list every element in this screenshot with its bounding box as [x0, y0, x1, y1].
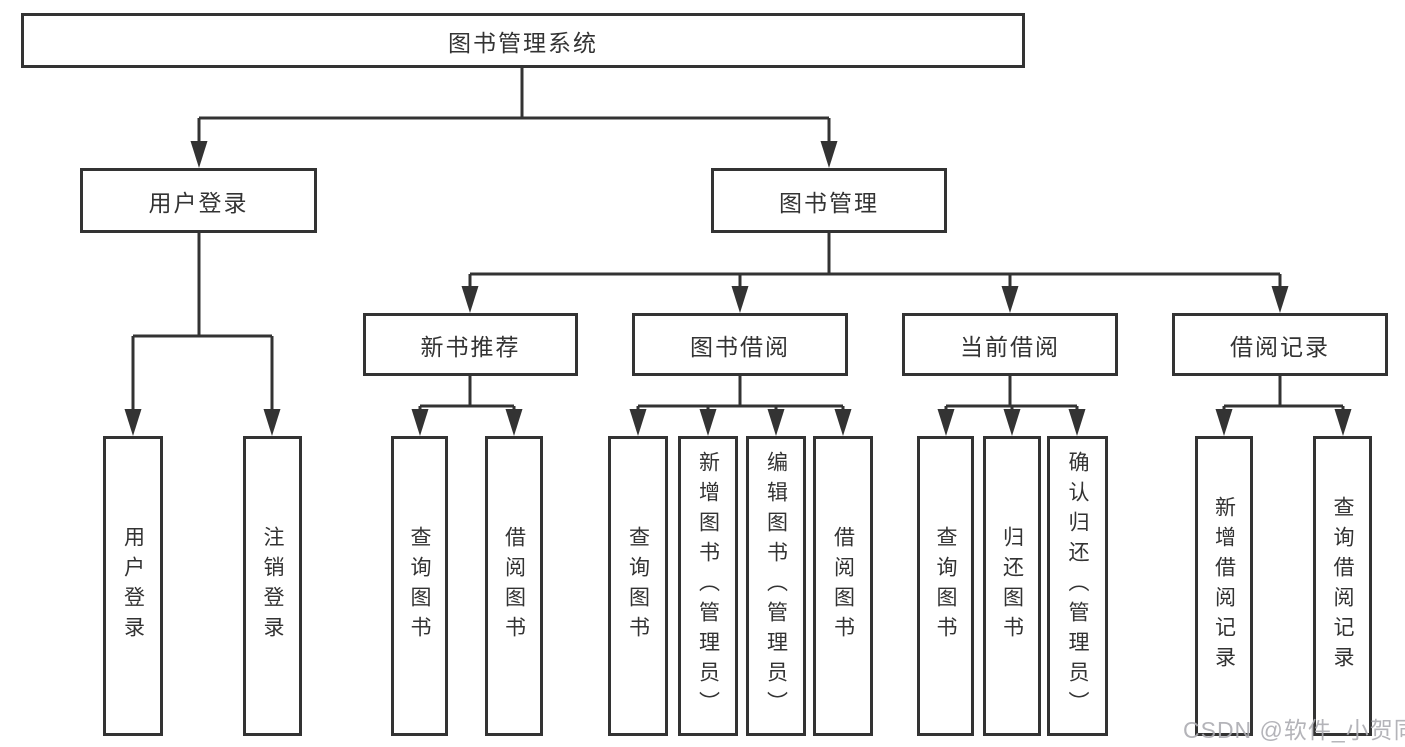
- arrowhead-icon: [731, 286, 749, 313]
- leaf-borrow-edit-books: 编辑图书（管理员）: [746, 436, 806, 736]
- leaf-borrow-add-books: 新增图书（管理员）: [678, 436, 738, 736]
- node-book-borrow-label: 图书借阅: [690, 333, 790, 360]
- leaf-borrow-borrow-books: 借阅图书: [813, 436, 873, 736]
- leaf-records-add-record-label: 新增借阅记录: [1212, 496, 1236, 676]
- arrowhead-icon: [263, 409, 281, 436]
- arrowhead-icon: [820, 141, 838, 168]
- node-user-login: 用户登录: [80, 168, 317, 233]
- leaf-newbook-query-books-label: 查询图书: [408, 526, 431, 646]
- leaf-borrow-add-books-label: 新增图书（管理员）: [696, 451, 720, 721]
- node-user-login-label: 用户登录: [148, 189, 249, 216]
- node-book-borrow: 图书借阅: [632, 313, 848, 376]
- arrowhead-icon: [1068, 409, 1086, 436]
- arrowhead-icon: [461, 286, 479, 313]
- arrowhead-icon: [190, 141, 208, 168]
- leaf-newbook-borrow-books: 借阅图书: [485, 436, 543, 736]
- node-root: 图书管理系统: [21, 13, 1025, 68]
- leaf-logout: 注销登录: [243, 436, 302, 736]
- leaf-borrow-query-books-label: 查询图书: [626, 526, 650, 646]
- node-current-borrow: 当前借阅: [902, 313, 1118, 376]
- arrowhead-icon: [1001, 286, 1019, 313]
- leaf-current-confirm-return-label: 确认归还（管理员）: [1066, 451, 1089, 721]
- arrowhead-icon: [834, 409, 852, 436]
- leaf-records-query-record: 查询借阅记录: [1313, 436, 1372, 736]
- arrowhead-icon: [505, 409, 523, 436]
- arrowhead-icon: [699, 409, 717, 436]
- node-book-management: 图书管理: [711, 168, 947, 233]
- leaf-borrow-borrow-books-label: 借阅图书: [831, 526, 855, 646]
- watermark-text: CSDN @软件_小贺同学: [1183, 717, 1405, 743]
- arrowhead-icon: [1271, 286, 1289, 313]
- node-borrow-records: 借阅记录: [1172, 313, 1388, 376]
- arrowhead-icon: [937, 409, 955, 436]
- arrowhead-icon: [629, 409, 647, 436]
- node-current-borrow-label: 当前借阅: [960, 333, 1060, 360]
- leaf-current-query-books-label: 查询图书: [934, 526, 957, 646]
- leaf-newbook-borrow-books-label: 借阅图书: [502, 526, 526, 646]
- arrowhead-icon: [411, 409, 429, 436]
- leaf-current-query-books: 查询图书: [917, 436, 974, 736]
- leaf-records-query-record-label: 查询借阅记录: [1331, 496, 1354, 676]
- leaf-user-login-label: 用户登录: [121, 526, 145, 646]
- leaf-newbook-query-books: 查询图书: [391, 436, 448, 736]
- leaf-borrow-edit-books-label: 编辑图书（管理员）: [764, 451, 788, 721]
- node-borrow-records-label: 借阅记录: [1230, 333, 1330, 360]
- node-new-book-recommend-label: 新书推荐: [420, 333, 521, 360]
- leaf-user-login: 用户登录: [103, 436, 163, 736]
- leaf-current-confirm-return: 确认归还（管理员）: [1047, 436, 1108, 736]
- arrowhead-icon: [767, 409, 785, 436]
- leaf-current-return-books: 归还图书: [983, 436, 1041, 736]
- arrowhead-icon: [1334, 409, 1352, 436]
- node-book-management-label: 图书管理: [779, 189, 879, 216]
- arrowhead-icon: [124, 409, 142, 436]
- leaf-borrow-query-books: 查询图书: [608, 436, 668, 736]
- leaf-current-return-books-label: 归还图书: [1000, 526, 1024, 646]
- node-root-label: 图书管理系统: [448, 29, 598, 56]
- node-new-book-recommend: 新书推荐: [363, 313, 578, 376]
- arrowhead-icon: [1003, 409, 1021, 436]
- leaf-records-add-record: 新增借阅记录: [1195, 436, 1253, 736]
- arrowhead-icon: [1215, 409, 1233, 436]
- leaf-logout-label: 注销登录: [261, 526, 284, 646]
